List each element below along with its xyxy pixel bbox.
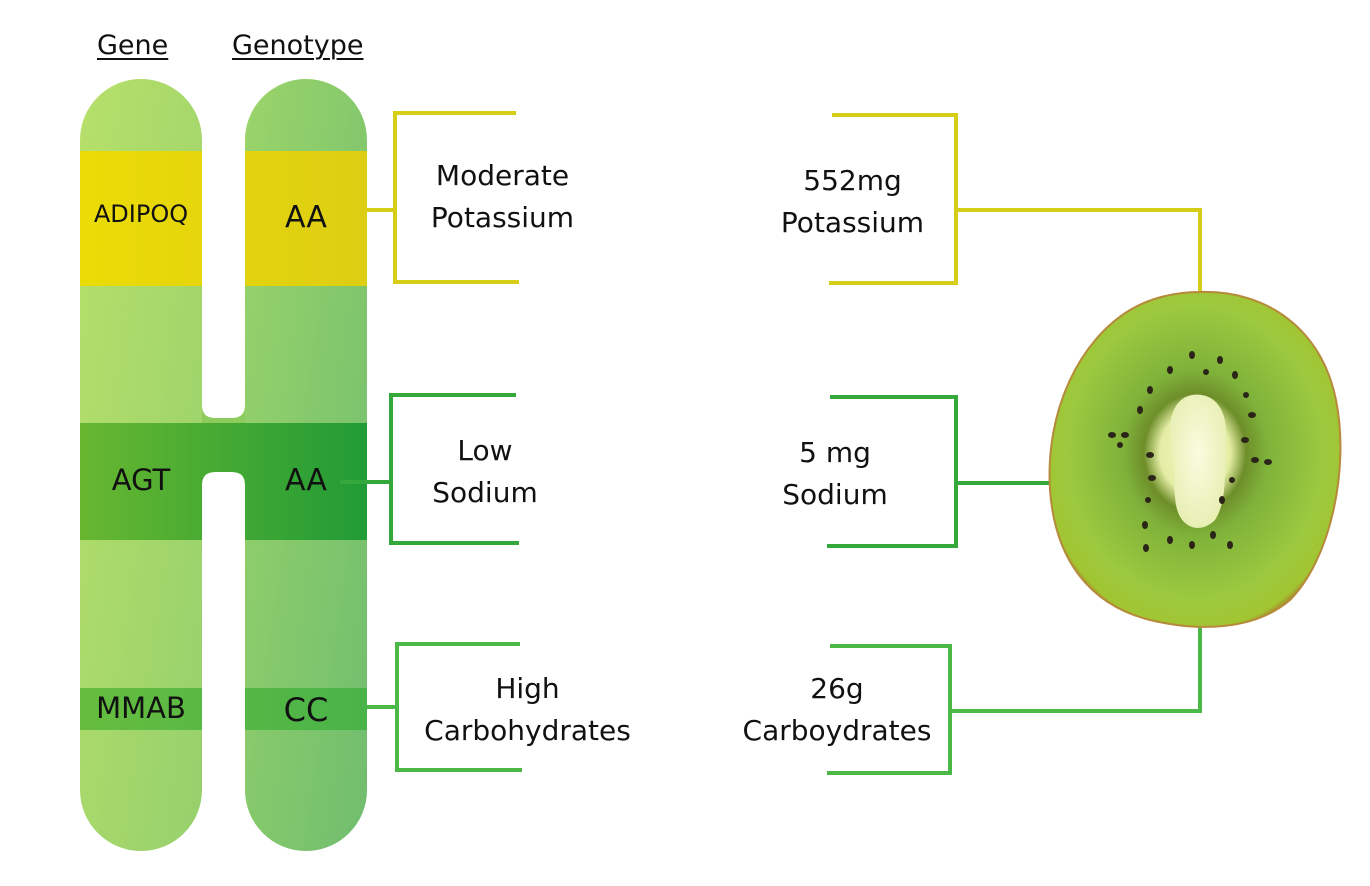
- trait-bracket-carbohydrates: [367, 642, 522, 772]
- trait-bracket-sodium: [340, 393, 519, 545]
- trait-line1: Moderate: [435, 159, 570, 192]
- food-line1: 5 mg: [799, 436, 871, 469]
- trait-line1: Low: [457, 434, 513, 467]
- trait-line2: Potassium: [430, 201, 575, 234]
- trait-caption-sodium: Low Sodium: [400, 430, 570, 514]
- trait-caption-carbohydrates: High Carbohydrates: [405, 668, 650, 752]
- food-caption-carbohydrates: 26g Carboydrates: [722, 668, 952, 752]
- trait-line2: Sodium: [432, 476, 538, 509]
- genotype-label-mmab: CC: [283, 691, 329, 729]
- food-line2: Sodium: [782, 478, 888, 511]
- food-bracket-potassium: [829, 113, 1202, 292]
- gene-label-adipoq: ADIPOQ: [93, 200, 189, 228]
- food-bracket-sodium: [827, 395, 1052, 548]
- genotype-label-agt: AA: [285, 463, 327, 498]
- gene-label-mmab: MMAB: [96, 691, 186, 725]
- food-line2: Potassium: [780, 206, 925, 239]
- kiwi-slice-image: [1048, 290, 1342, 628]
- food-caption-potassium: 552mg Potassium: [760, 160, 945, 244]
- food-line1: 552mg: [803, 164, 902, 197]
- trait-line2: Carbohydrates: [424, 714, 631, 747]
- trait-bracket-potassium: [367, 111, 519, 284]
- food-line2: Carboydrates: [742, 714, 932, 747]
- gene-label-agt: AGT: [111, 463, 171, 497]
- trait-line1: High: [495, 672, 560, 705]
- genotype-label-adipoq: AA: [285, 200, 327, 235]
- food-caption-sodium: 5 mg Sodium: [760, 432, 910, 516]
- food-line1: 26g: [810, 672, 864, 705]
- gene-column-header: Gene: [97, 30, 169, 61]
- food-bracket-carbohydrates: [827, 625, 1202, 775]
- trait-caption-potassium: Moderate Potassium: [400, 155, 605, 239]
- genotype-column-header: Genotype: [232, 30, 364, 61]
